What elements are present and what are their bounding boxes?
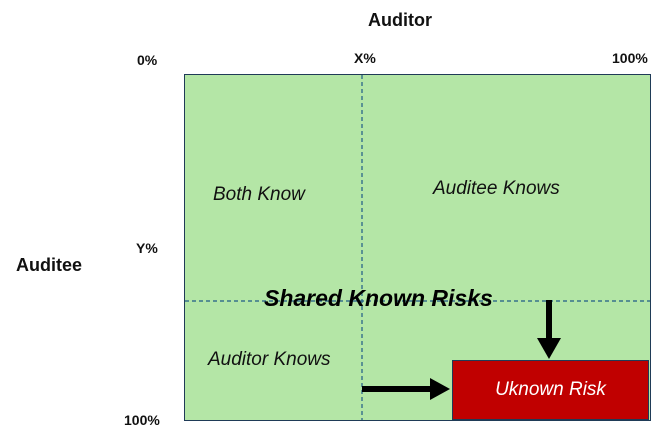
down-arrow-icon <box>537 300 561 359</box>
right-arrow-icon <box>362 378 450 400</box>
quadrant-auditor-knows: Auditor Knows <box>208 349 331 370</box>
x-tick-0: 0% <box>137 52 158 68</box>
auditor-axis-title: Auditor <box>368 10 432 30</box>
x-tick-100: 100% <box>612 50 648 66</box>
quadrant-both-know: Both Know <box>213 184 305 205</box>
x-tick-x: X% <box>354 50 376 66</box>
auditee-axis-title: Auditee <box>16 255 83 275</box>
y-tick-y: Y% <box>136 240 158 256</box>
y-tick-100: 100% <box>124 412 160 428</box>
shared-known-risks-label: Shared Known Risks <box>264 285 493 311</box>
unknown-risk-label: Uknown Risk <box>495 379 606 400</box>
unknown-risk-box: Uknown Risk <box>452 360 649 420</box>
quadrant-auditee-knows: Auditee Knows <box>433 178 560 199</box>
